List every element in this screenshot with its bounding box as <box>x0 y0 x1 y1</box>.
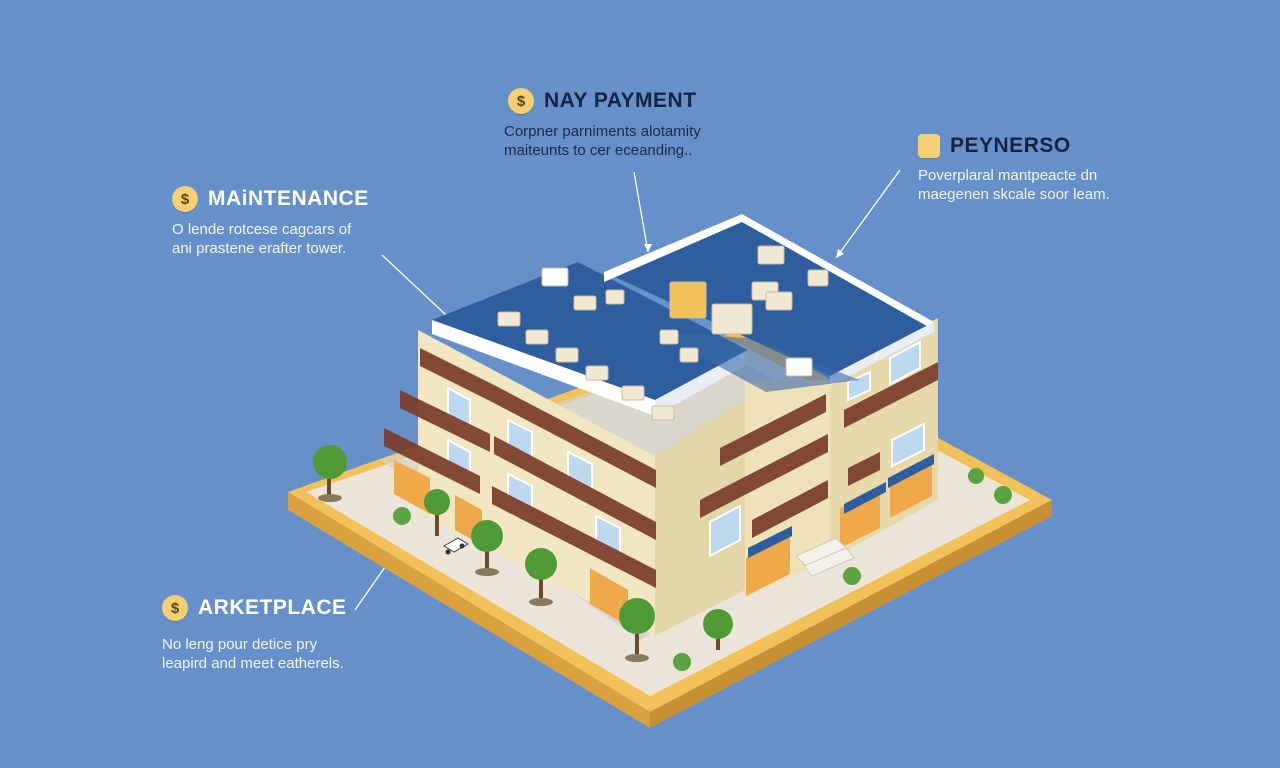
callout-marketplace-line-2: leapird and meet eatherels. <box>162 655 344 672</box>
parked-car <box>443 537 469 555</box>
balcony-railings <box>384 348 938 588</box>
dollar-icon: $ <box>162 595 188 621</box>
callout-payment-line-2: maiteunts to cer eceanding.. <box>504 142 693 159</box>
callout-payment-line-1: Corpner parniments alotamity <box>504 123 701 140</box>
callout-marketplace-title: ARKETPLACE <box>198 596 347 619</box>
callout-maintenance-line-1: O lende rotcese cagcars of <box>172 221 352 238</box>
pointer-line-peyn <box>835 169 901 259</box>
trees <box>313 445 1012 671</box>
pointer-line-pay <box>633 171 649 253</box>
callout-peynerso: PEYNERSO Poverplaral mantpeacte dn maege… <box>918 134 1110 204</box>
callout-maintenance-title: MAiNTENANCE <box>208 187 369 210</box>
callout-marketplace: $ ARKETPLACE No leng pour detice pry lea… <box>162 595 347 673</box>
callout-payment-title: NAY PAYMENT <box>544 89 697 112</box>
callout-payment: $ NAY PAYMENT Corpner parniments alotami… <box>504 88 701 160</box>
dollar-icon: $ <box>172 186 198 212</box>
callout-marketplace-line-1: No leng pour detice pry <box>162 636 318 653</box>
document-icon <box>918 134 940 158</box>
callout-peynerso-line-2: maegenen skcale soor leam. <box>918 186 1110 203</box>
rooftop-units <box>497 245 829 421</box>
callout-peynerso-title: PEYNERSO <box>950 134 1071 157</box>
dollar-icon: $ <box>508 88 534 114</box>
callout-maintenance-line-2: ani prastene erafter tower. <box>172 240 347 257</box>
callout-peynerso-line-1: Poverplaral mantpeacte dn <box>918 167 1098 184</box>
callout-maintenance: $ MAiNTENANCE O lende rotcese cagcars of… <box>172 186 369 258</box>
